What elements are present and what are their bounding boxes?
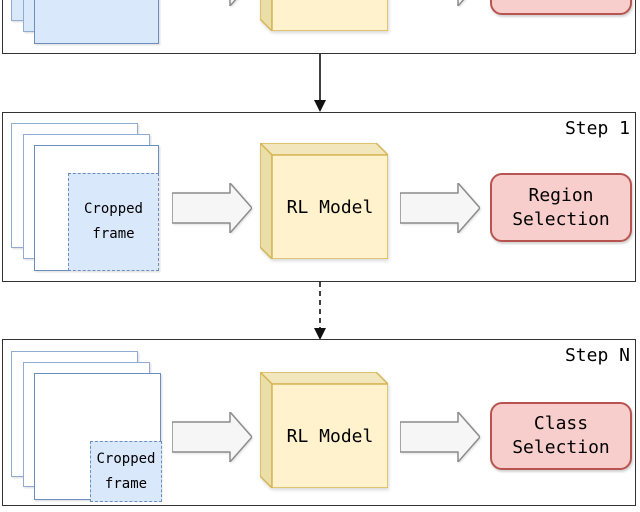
cropped-frame-label-line1: Cropped [83,201,143,217]
cropped-frame-region: Cropped frame [68,173,159,271]
down-arrow-icon [314,54,326,112]
right-arrow-icon [400,412,480,462]
right-arrow-icon [229,0,237,6]
cropped-frame-label-line2: frame [104,475,148,492]
output-label-line2: Selection [512,437,610,458]
rl-model-cube [260,372,388,488]
output-label-line1: Class [533,413,589,434]
right-arrow-icon [172,183,252,233]
cropped-frame-label-line2: frame [92,226,135,242]
output-box [490,0,632,15]
dashed-down-arrow-icon [314,282,326,340]
output-label-line1: Region [528,184,594,206]
rl-model-label: RL Model [286,425,374,447]
right-arrow-icon [400,183,480,233]
rl-model-label: RL Model [286,196,374,218]
cropped-frame-label-line1: Cropped [96,450,156,467]
step-label: Step N [564,345,630,366]
step-label: Step 1 [564,118,630,139]
output-label-line2: Selection [512,208,610,230]
rl-model-cube [260,143,388,259]
cropped-frame-region: Cropped frame [90,441,162,502]
video-frame-full-crop [34,0,159,44]
output-box-region-selection: Region Selection [490,173,632,242]
right-arrow-icon [457,0,465,6]
output-box-class-selection: Class Selection [490,402,632,470]
right-arrow-icon [172,412,252,462]
rl-model-cube [260,0,388,31]
